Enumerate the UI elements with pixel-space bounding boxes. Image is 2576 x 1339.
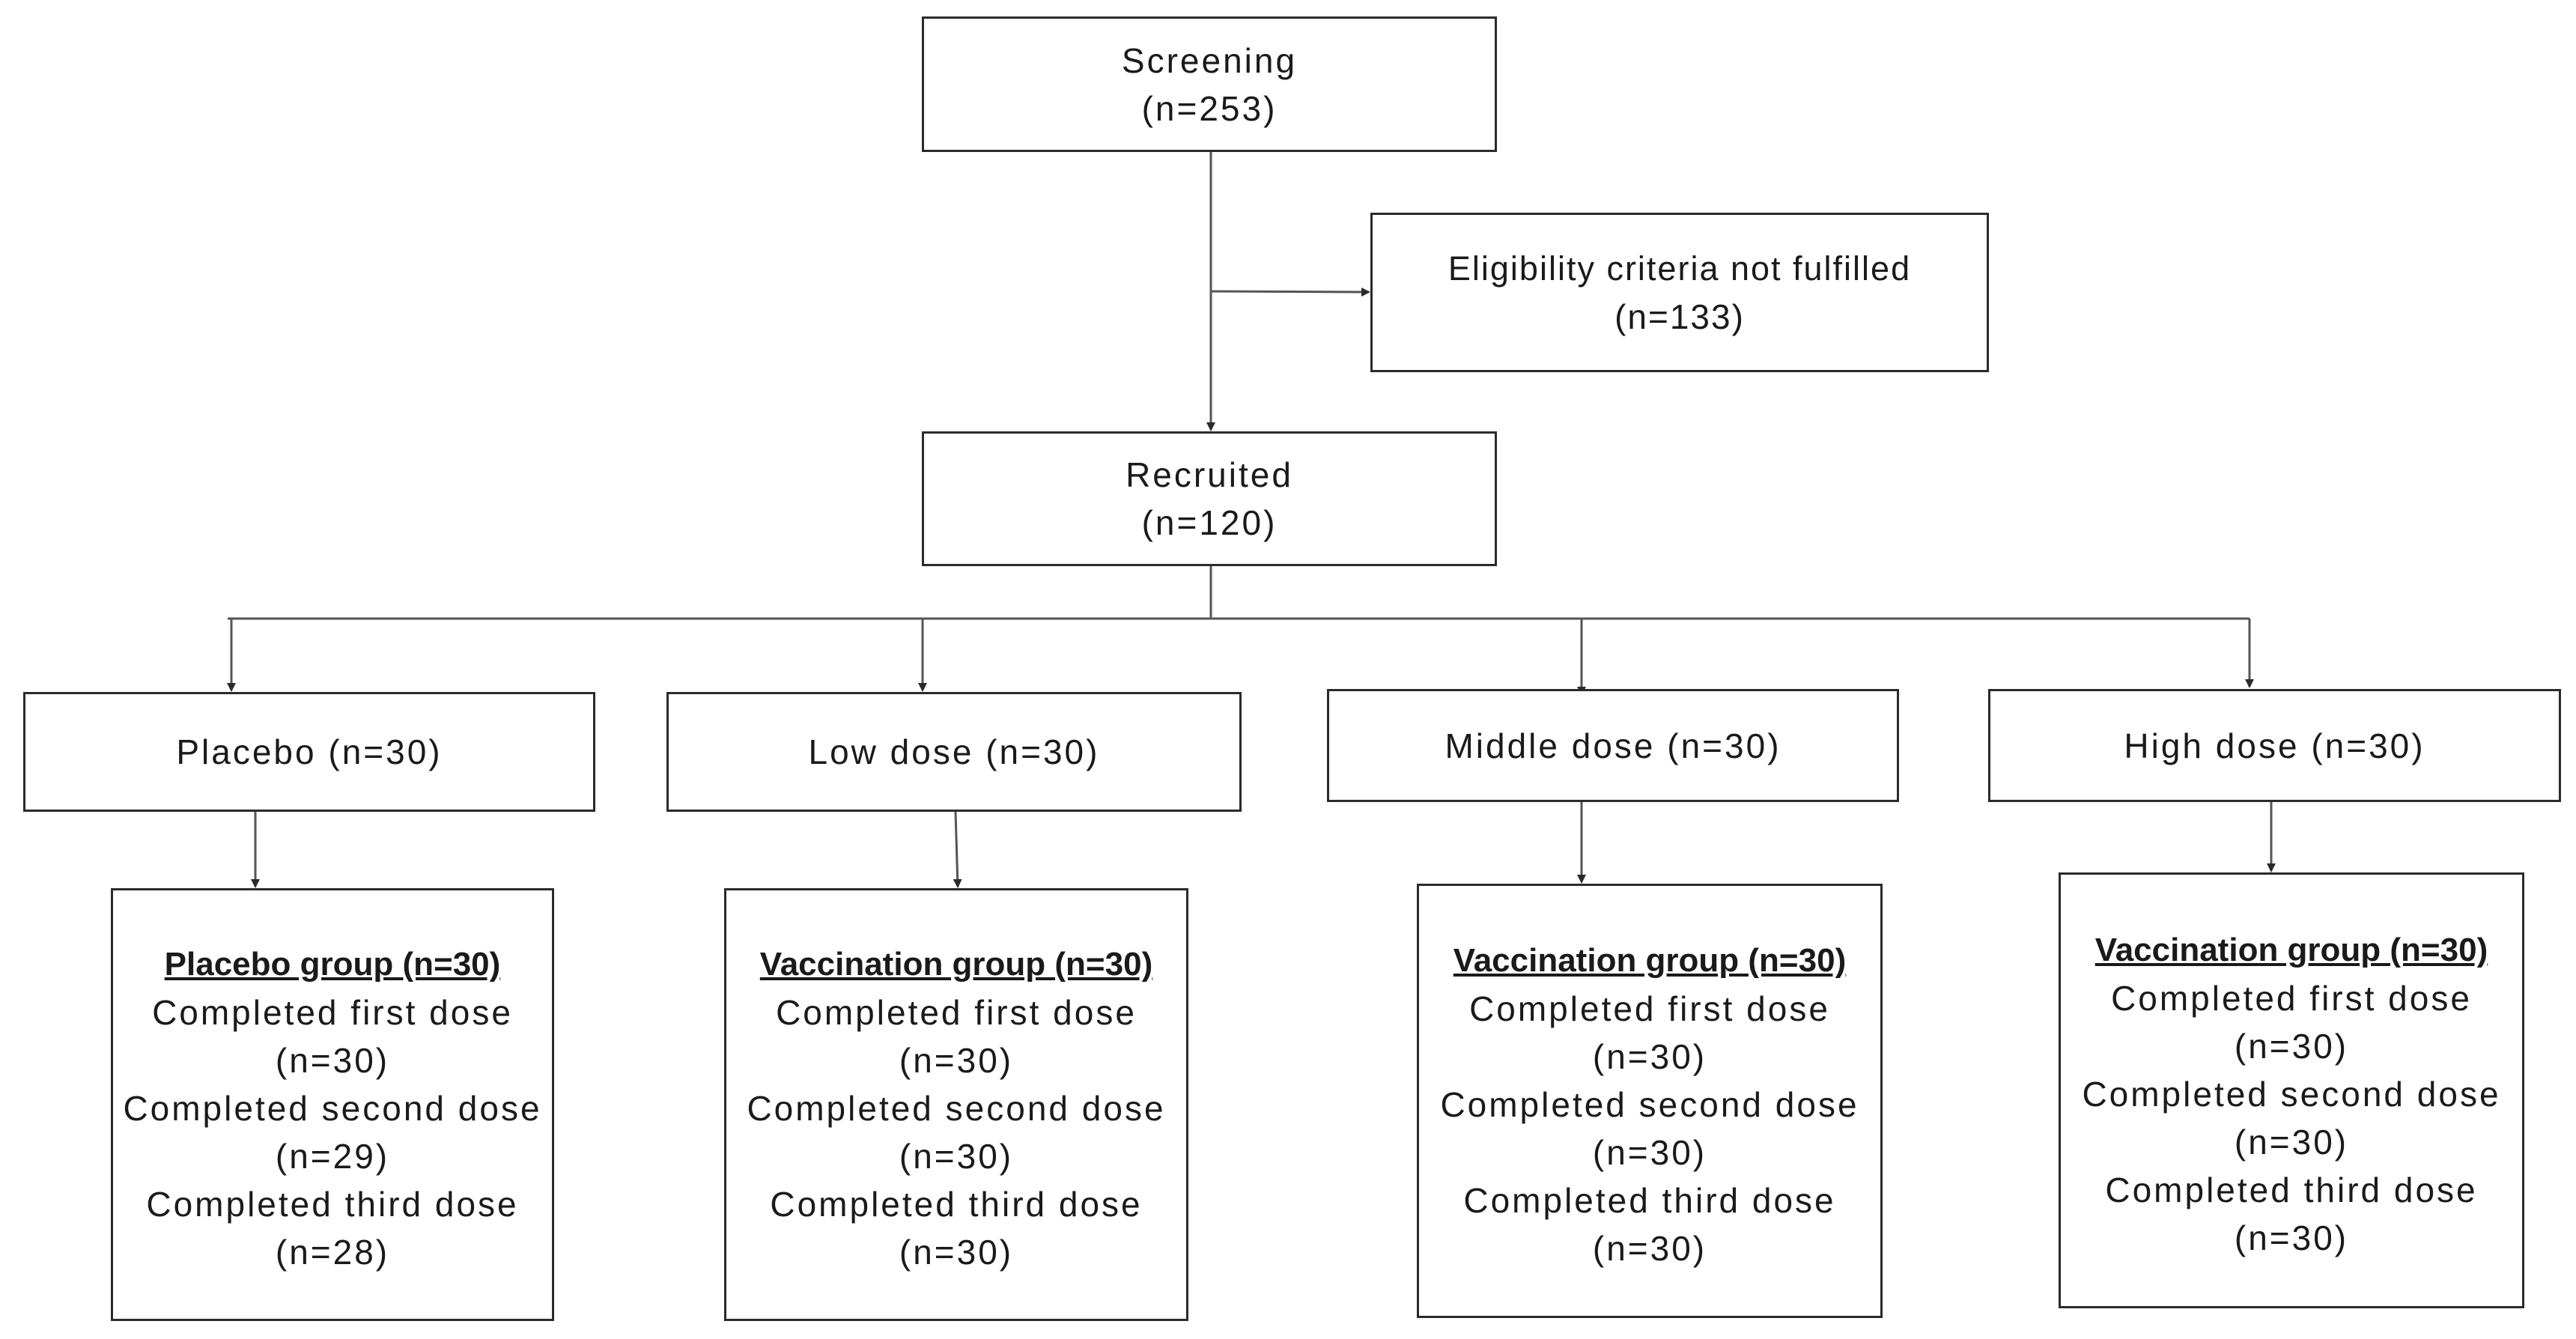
group-title: Vaccination group (n=30) — [1453, 942, 1847, 979]
group-title: Vaccination group (n=30) — [759, 946, 1153, 983]
recruited-count: (n=120) — [1141, 503, 1278, 542]
group-box-placebo: Placebo group (n=30) Completed first dos… — [111, 888, 554, 1321]
first-dose-count: (n=30) — [275, 1041, 390, 1080]
second-dose-count: (n=30) — [2234, 1123, 2349, 1162]
arm-box-high-dose: High dose (n=30) — [1988, 689, 2561, 802]
group-title: Vaccination group (n=30) — [2094, 932, 2488, 968]
first-dose-label: Completed first dose — [152, 993, 513, 1032]
second-dose-label: Completed second dose — [123, 1089, 542, 1128]
second-dose-count: (n=29) — [275, 1137, 390, 1176]
second-dose-label: Completed second dose — [2082, 1075, 2501, 1114]
excluded-title: Eligibility criteria not fulfilled — [1448, 249, 1912, 288]
screening-title: Screening — [1121, 40, 1298, 80]
third-dose-count: (n=30) — [899, 1233, 1014, 1272]
screening-box: Screening (n=253) — [922, 16, 1497, 152]
arm-label: High dose (n=30) — [2124, 726, 2425, 765]
first-dose-label: Completed first dose — [2111, 979, 2472, 1018]
first-dose-count: (n=30) — [2234, 1027, 2349, 1066]
group-box-middle-dose: Vaccination group (n=30) Completed first… — [1417, 884, 1883, 1318]
third-dose-count: (n=28) — [275, 1233, 390, 1272]
arrow-to-excluded — [1210, 287, 1370, 297]
first-dose-count: (n=30) — [1592, 1037, 1707, 1076]
group-box-low-dose: Vaccination group (n=30) Completed first… — [724, 888, 1188, 1321]
excluded-box: Eligibility criteria not fulfilled (n=13… — [1370, 213, 1989, 372]
group-title: Placebo group (n=30) — [164, 946, 501, 983]
arm-label: Placebo (n=30) — [176, 732, 443, 771]
arm-box-middle-dose: Middle dose (n=30) — [1327, 689, 1899, 802]
excluded-count: (n=133) — [1614, 297, 1745, 336]
recruited-title: Recruited — [1126, 455, 1293, 494]
arm-label: Low dose (n=30) — [808, 732, 1100, 771]
second-dose-label: Completed second dose — [747, 1089, 1166, 1128]
third-dose-label: Completed third dose — [2105, 1171, 2478, 1209]
first-dose-count: (n=30) — [899, 1041, 1014, 1080]
third-dose-count: (n=30) — [2234, 1218, 2349, 1257]
third-dose-label: Completed third dose — [146, 1185, 519, 1224]
second-dose-count: (n=30) — [899, 1137, 1014, 1176]
first-dose-label: Completed first dose — [1469, 989, 1830, 1028]
third-dose-label: Completed third dose — [1463, 1181, 1836, 1220]
third-dose-count: (n=30) — [1592, 1229, 1707, 1268]
third-dose-label: Completed third dose — [770, 1185, 1143, 1224]
second-dose-count: (n=30) — [1592, 1133, 1707, 1172]
arm-box-placebo: Placebo (n=30) — [23, 692, 595, 812]
recruited-box: Recruited (n=120) — [922, 431, 1497, 566]
group-box-high-dose: Vaccination group (n=30) Completed first… — [2059, 872, 2524, 1308]
arm-label: Middle dose (n=30) — [1445, 726, 1781, 765]
arrow-low-to-group — [953, 811, 962, 888]
second-dose-label: Completed second dose — [1440, 1085, 1859, 1124]
screening-count: (n=253) — [1141, 88, 1278, 128]
first-dose-label: Completed first dose — [776, 993, 1137, 1032]
arm-box-low-dose: Low dose (n=30) — [666, 692, 1242, 812]
